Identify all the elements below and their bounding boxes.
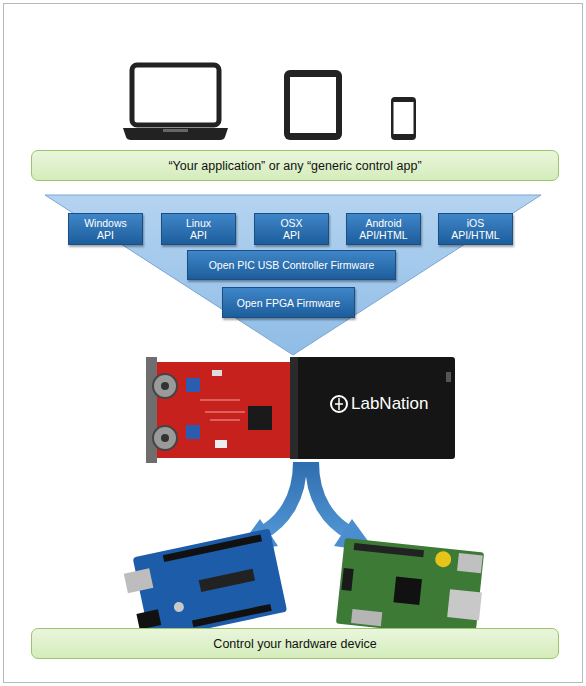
node-text: Open PIC USB Controller Firmware xyxy=(209,259,375,271)
api-box: iOS API/HTML xyxy=(438,213,513,245)
node-text: Open FPGA Firmware xyxy=(237,297,340,309)
hardware-band: Control your hardware device xyxy=(31,628,559,659)
firmware-box: Open FPGA Firmware xyxy=(222,287,355,318)
laptop-icon xyxy=(123,65,228,140)
device-photo xyxy=(146,357,455,463)
api-box: OSX API xyxy=(254,213,329,245)
node-text: “Your application” or any “generic contr… xyxy=(168,159,421,173)
funnel-triangle xyxy=(45,195,541,355)
text-group: Open FPGA Firmware xyxy=(237,297,340,309)
text-group: Windows API xyxy=(84,217,127,241)
node-text: Linux API xyxy=(186,217,211,241)
api-box: Windows API xyxy=(68,213,143,245)
phone-icon xyxy=(391,97,416,140)
tablet-icon xyxy=(284,70,342,140)
text-group: iOS API/HTML xyxy=(451,217,499,241)
text-group: “Your application” or any “generic contr… xyxy=(168,159,421,173)
text-group: Control your hardware device xyxy=(213,637,376,651)
api-box: Android API/HTML xyxy=(346,213,421,245)
text-group: Open PIC USB Controller Firmware xyxy=(209,259,375,271)
node-text: Control your hardware device xyxy=(213,637,376,651)
node-text: Windows API xyxy=(84,217,127,241)
firmware-box: Open PIC USB Controller Firmware xyxy=(187,250,396,280)
frame xyxy=(4,4,583,683)
api-box: Linux API xyxy=(161,213,236,245)
brand-label: LabNation xyxy=(351,394,429,414)
node-text: iOS API/HTML xyxy=(451,217,499,241)
text-group: Android API/HTML xyxy=(359,217,407,241)
node-text: OSX API xyxy=(280,217,302,241)
text-group: OSX API xyxy=(280,217,302,241)
arduino-board xyxy=(121,528,287,643)
text-group: Linux API xyxy=(186,217,211,241)
node-text: Android API/HTML xyxy=(359,217,407,241)
app-band: “Your application” or any “generic contr… xyxy=(31,150,559,181)
raspberry-pi-board xyxy=(336,538,486,638)
